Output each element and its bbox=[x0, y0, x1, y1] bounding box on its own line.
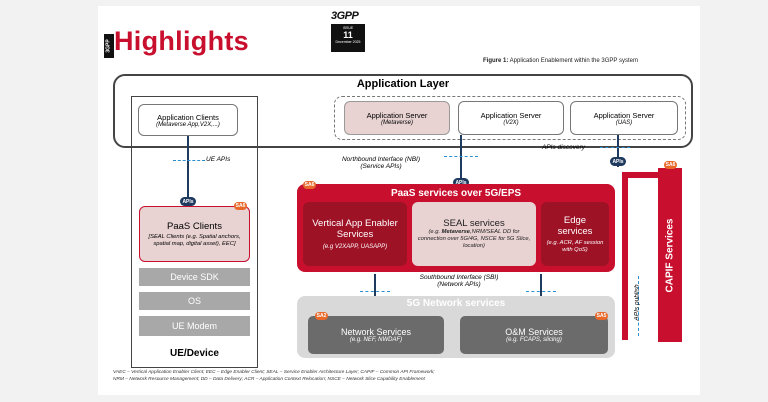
discovery-dash bbox=[600, 147, 630, 148]
ns-title: Network Services bbox=[340, 327, 412, 337]
seal-sub-post: ,NRM/SEAL DD for connection over 5G/4G, … bbox=[417, 229, 531, 249]
logo-text: 3GPP bbox=[331, 10, 359, 22]
connector-nbi bbox=[460, 135, 462, 181]
issue-label: ISSUE bbox=[342, 26, 354, 30]
apis-pill-ue: APIs bbox=[180, 197, 196, 206]
network-services: Network Services (e.g. NEF, NWDAF) bbox=[308, 316, 444, 354]
apis-discovery-label: APIs discovery bbox=[542, 144, 585, 151]
application-layer bbox=[113, 74, 693, 148]
paas-clients-badge: SA6 bbox=[234, 202, 247, 210]
om-services: O&M Services (e.g. FCAPS, slicing) bbox=[460, 316, 608, 354]
edge-title: Edge services bbox=[557, 214, 593, 237]
nbi-label-line2: (Service APIs) bbox=[360, 163, 402, 170]
device-sdk: Device SDK bbox=[139, 268, 250, 286]
sbi-dash-left bbox=[360, 291, 390, 292]
ue-apis-dash bbox=[173, 160, 205, 161]
app-server-title: Application Server bbox=[480, 110, 542, 120]
application-clients-sub: (Metaverse App,V2X,...) bbox=[156, 121, 220, 128]
connector-discovery bbox=[617, 135, 619, 167]
network-title: 5G Network services bbox=[406, 298, 506, 309]
nbi-label-line1: Northbound Interface (NBI) bbox=[341, 156, 421, 163]
issue-date: December 2025 bbox=[335, 40, 361, 44]
connector-sbi-right bbox=[540, 274, 542, 314]
om-sub: (e.g. FCAPS, slicing) bbox=[506, 337, 562, 343]
issue-badge: ISSUE 11 December 2025 bbox=[331, 24, 365, 52]
om-badge: SA5 bbox=[595, 312, 608, 320]
footnote-line2: NRM – Network Resource Management; DD – … bbox=[113, 376, 425, 382]
nbi-label: Northbound Interface (NBI) (Service APIs… bbox=[320, 156, 442, 170]
os-layer: OS bbox=[139, 292, 250, 310]
ns-sub: (e.g. NEF, NWDAF) bbox=[349, 337, 403, 343]
header-tag: 3GPP bbox=[104, 34, 114, 58]
app-server-sub: (V2X) bbox=[503, 119, 519, 126]
vae-sub: (e.g V2XAPP, UASAPP) bbox=[322, 244, 388, 250]
capif-title: CAPIF Services bbox=[664, 218, 676, 292]
capif-bar: CAPIF Services bbox=[658, 168, 682, 342]
vae-services: Vertical App Enabler Services (e.g V2XAP… bbox=[303, 202, 407, 266]
app-server-sub: (Metaverse) bbox=[380, 119, 413, 126]
nbi-dash bbox=[444, 156, 478, 157]
paas-title: PaaS services over 5G/EPS bbox=[390, 188, 522, 199]
apis-publish-label: APIs publish bbox=[630, 274, 644, 330]
om-title: O&M Services bbox=[505, 327, 563, 337]
figure-caption-label: Figure 1: bbox=[483, 58, 509, 64]
vae-title: Vertical App Enabler Services bbox=[312, 218, 398, 240]
app-server-title: Application Server bbox=[366, 110, 428, 120]
page: 3GPP Highlights 3GPP ISSUE 11 December 2… bbox=[98, 6, 700, 395]
seal-title: SEAL services bbox=[443, 218, 505, 229]
figure-caption: Figure 1: Application Enablement within … bbox=[483, 58, 638, 64]
ue-device-frame bbox=[131, 96, 258, 368]
sbi-label-line1: Southbound Interface (SBI) bbox=[419, 274, 499, 281]
sbi-label-line2: (Network APIs) bbox=[437, 281, 481, 288]
footnote-line1: VAEC – Vertical Application Enabler Clie… bbox=[113, 370, 435, 375]
apis-pill-nbi: APIs bbox=[453, 178, 469, 187]
publish-dash bbox=[638, 276, 639, 336]
sbi-dash-right bbox=[526, 291, 556, 292]
ue-modem: UE Modem bbox=[139, 316, 250, 336]
ue-device-title: UE/Device bbox=[170, 348, 219, 359]
application-layer-title: Application Layer bbox=[356, 78, 450, 90]
application-clients-box: Application Clients (Metaverse App,V2X,.… bbox=[138, 104, 238, 136]
seal-sub-pre: (e.g. bbox=[428, 229, 442, 235]
edge-services: Edge services (e.g. ACR, AF session with… bbox=[541, 202, 609, 266]
paas-clients-sub: [SEAL Clients (e.g. Spatial anchors, spa… bbox=[148, 233, 241, 247]
connector-ue-apis bbox=[187, 136, 189, 202]
app-server-title: Application Server bbox=[593, 110, 655, 120]
paas-badge: SA6 bbox=[303, 181, 316, 189]
seal-sub: (e.g. Metaverse,NRM/SEAL DD for connecti… bbox=[412, 229, 536, 250]
connector-sbi-left bbox=[374, 274, 376, 314]
paas-clients: PaaS Clients [SEAL Clients (e.g. Spatial… bbox=[139, 206, 250, 262]
seal-services: SEAL services (e.g. Metaverse,NRM/SEAL D… bbox=[412, 202, 536, 266]
issue-number: 11 bbox=[343, 30, 353, 40]
edge-sub: (e.g. ACR, AF session with QoS) bbox=[546, 239, 604, 253]
app-server-metaverse: Application Server (Metaverse) bbox=[344, 101, 450, 135]
servers-group bbox=[334, 96, 686, 140]
paas-clients-title: PaaS Clients bbox=[167, 220, 222, 232]
footnote: VAEC – Vertical Application Enabler Clie… bbox=[113, 370, 613, 383]
apis-publish-text: APIs publish bbox=[633, 283, 641, 321]
ns-badge: SA2 bbox=[315, 312, 328, 320]
app-server-uas: Application Server (UAS) bbox=[570, 101, 678, 135]
app-server-sub: (UAS) bbox=[615, 119, 633, 126]
figure-caption-text: Application Enablement within the 3GPP s… bbox=[508, 58, 638, 64]
seal-sub-bold: Metaverse bbox=[441, 229, 471, 235]
capif-frame bbox=[622, 172, 680, 340]
app-server-v2x: Application Server (V2X) bbox=[458, 101, 564, 135]
page-title: Highlights bbox=[114, 26, 249, 56]
capif-badge: SA6 bbox=[664, 161, 677, 169]
apis-pill-discovery: APIs bbox=[610, 157, 626, 166]
ue-apis-label: UE APIs bbox=[206, 156, 231, 163]
sbi-label: Southbound Interface (SBI) (Network APIs… bbox=[394, 274, 524, 288]
application-clients-title: Application Clients bbox=[157, 112, 219, 122]
logo: 3GPP ISSUE 11 December 2025 bbox=[331, 10, 365, 56]
